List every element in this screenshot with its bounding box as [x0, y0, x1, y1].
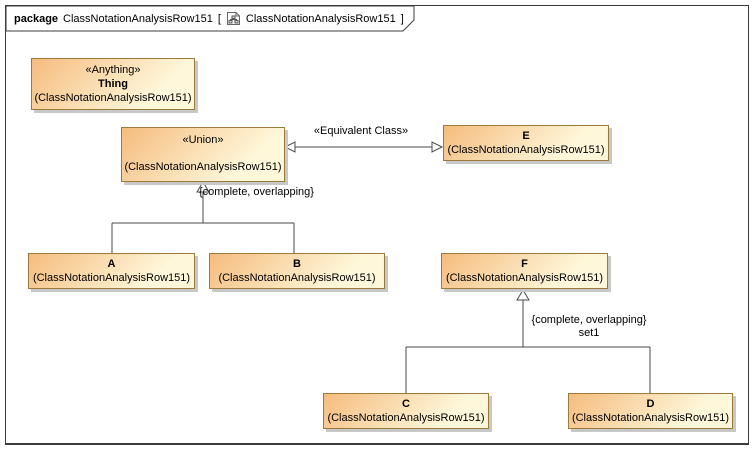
generalization-set-f-labels[interactable]: {complete, overlapping} set1	[514, 314, 664, 340]
frame-bracket-close: ]	[400, 12, 404, 25]
class-node-a[interactable]: A (ClassNotationAnalysisRow151)	[28, 253, 195, 289]
qualifier-label: (ClassNotationAnalysisRow151)	[445, 272, 604, 284]
stereotype-label: «Union»	[182, 134, 224, 146]
class-diagram-icon	[226, 11, 241, 26]
qualifier-label: (ClassNotationAnalysisRow151)	[327, 412, 485, 424]
stereotype-label: «Anything»	[85, 64, 141, 76]
class-node-c[interactable]: C (ClassNotationAnalysisRow151)	[323, 393, 489, 429]
class-node-union[interactable]: «Union» (ClassNotationAnalysisRow151)	[121, 127, 285, 182]
class-name: Thing	[98, 78, 128, 90]
class-name: B	[293, 258, 301, 270]
generalization-arrowhead-icon	[516, 289, 530, 301]
generalization-set-f-name: set1	[578, 327, 600, 339]
qualifier-label: (ClassNotationAnalysisRow151)	[447, 144, 605, 156]
qualifier-label: (ClassNotationAnalysisRow151)	[34, 92, 192, 104]
class-node-d[interactable]: D (ClassNotationAnalysisRow151)	[568, 393, 733, 429]
generalization-arrowhead-icon	[196, 181, 210, 193]
package-frame: package ClassNotationAnalysisRow151 [ Cl…	[5, 5, 749, 445]
edge-generalization-ab-union[interactable]	[111, 181, 295, 253]
class-node-f[interactable]: F (ClassNotationAnalysisRow151)	[441, 253, 608, 289]
qualifier-label: (ClassNotationAnalysisRow151)	[218, 272, 376, 284]
edge-generalization-cd-f[interactable]	[405, 289, 651, 393]
qualifier-label: (ClassNotationAnalysisRow151)	[124, 161, 282, 173]
frame-header[interactable]: package ClassNotationAnalysisRow151 [ Cl…	[14, 6, 404, 31]
qualifier-label: (ClassNotationAnalysisRow151)	[571, 412, 730, 424]
qualifier-label: (ClassNotationAnalysisRow151)	[32, 272, 191, 284]
class-name: A	[107, 258, 116, 270]
generalization-set-union-constraint[interactable]: {complete, overlapping}	[199, 186, 314, 198]
generalization-set-f-constraint: {complete, overlapping}	[531, 314, 647, 326]
frame-kind-label: package	[14, 12, 59, 25]
class-name: E	[522, 130, 530, 142]
class-name: F	[521, 258, 528, 270]
frame-package-name: ClassNotationAnalysisRow151	[63, 12, 213, 25]
class-node-b[interactable]: B (ClassNotationAnalysisRow151)	[209, 253, 385, 289]
frame-diagram-name: ClassNotationAnalysisRow151	[245, 12, 396, 25]
edge-equivalent-class-union-e[interactable]	[283, 141, 444, 153]
frame-header-tab-shape[interactable]	[6, 6, 415, 32]
class-node-e[interactable]: E (ClassNotationAnalysisRow151)	[443, 125, 609, 161]
class-name: C	[402, 398, 410, 410]
class-node-thing[interactable]: «Anything» Thing (ClassNotationAnalysisR…	[31, 58, 195, 110]
equivalent-class-label[interactable]: «Equivalent Class»	[313, 125, 409, 137]
class-name: D	[646, 398, 655, 410]
open-arrowhead-right-icon	[431, 141, 444, 153]
open-arrowhead-left-icon	[283, 141, 296, 153]
frame-bracket-open: [	[217, 12, 221, 25]
connector-layer	[6, 6, 651, 393]
